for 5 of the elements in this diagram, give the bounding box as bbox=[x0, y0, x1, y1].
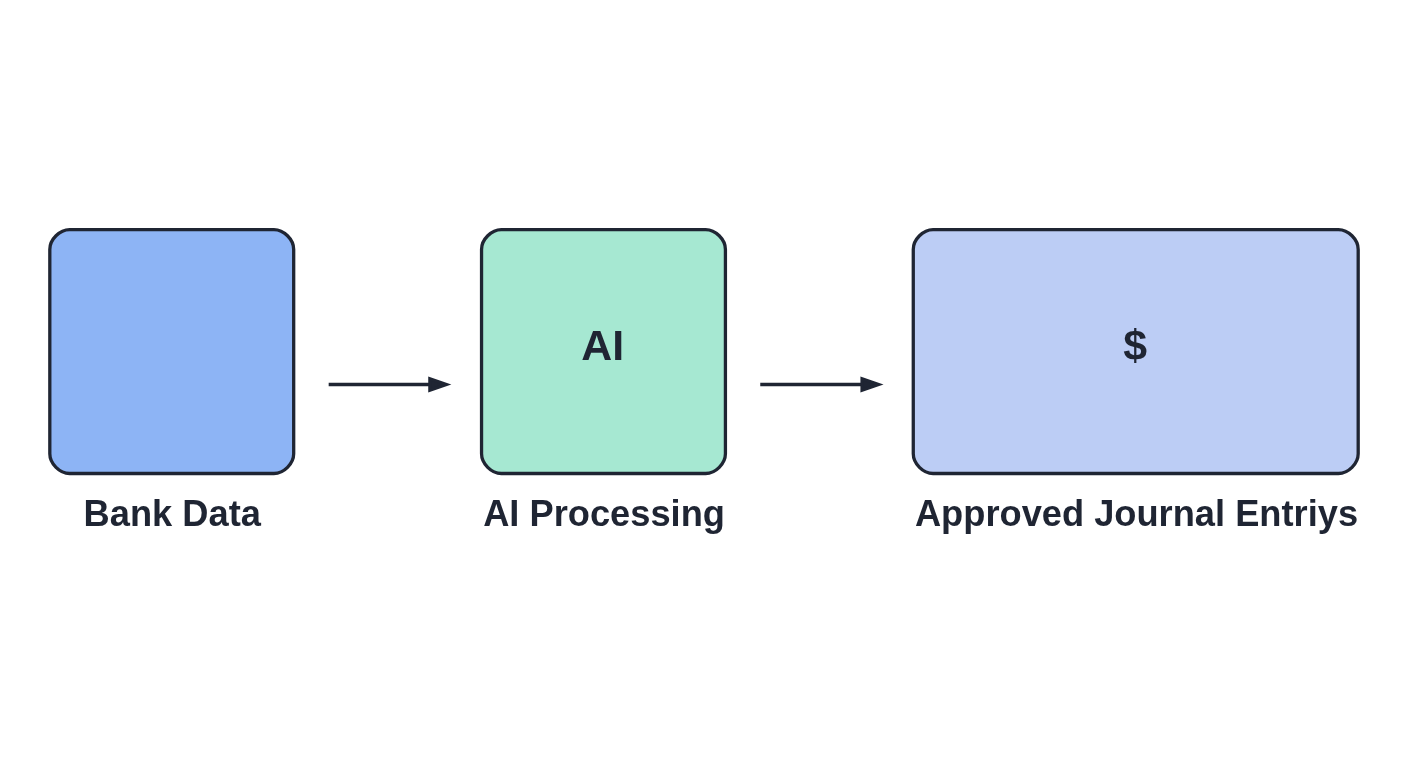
node-label: Approved Journal Entriys bbox=[914, 492, 1359, 534]
node-label: Bank Data bbox=[83, 492, 261, 534]
arrow bbox=[760, 375, 884, 393]
arrow bbox=[328, 375, 452, 393]
node-label: AI Processing bbox=[483, 492, 725, 534]
